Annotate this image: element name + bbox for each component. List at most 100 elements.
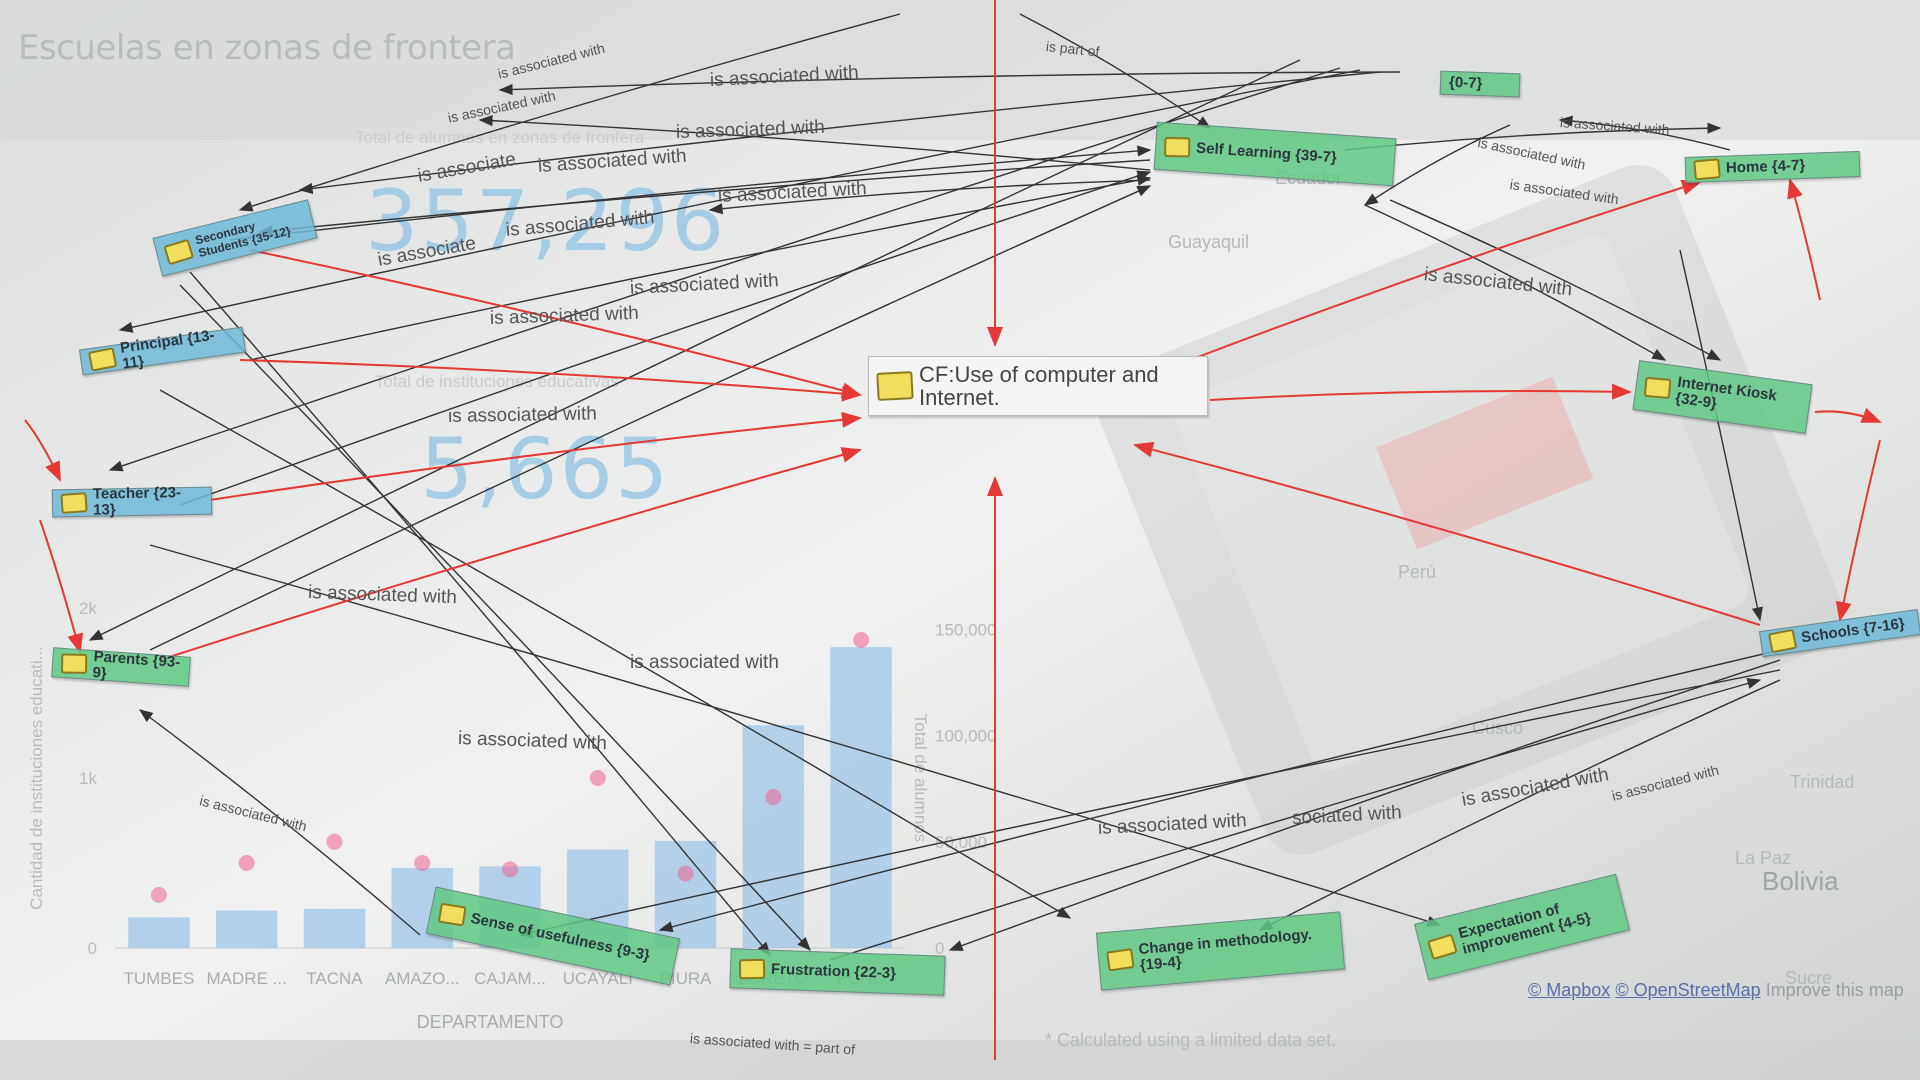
map-attribution: © Mapbox © OpenStreetMap Improve this ma… — [1528, 980, 1904, 1001]
association-edge — [478, 115, 1151, 171]
code-node-icon — [60, 492, 88, 514]
association-edge — [298, 71, 1381, 195]
association-edge — [149, 544, 1442, 927]
chart-footnote: * Calculated using a limited data set. — [1045, 1030, 1337, 1050]
node-frustration[interactable]: Frustration {22-3} — [729, 948, 946, 996]
association-edge — [238, 13, 901, 212]
map-label-la-paz: La Paz — [1735, 848, 1792, 868]
core-edge — [1787, 178, 1821, 301]
bar — [303, 908, 366, 948]
openstreetmap-link[interactable]: © OpenStreetMap — [1615, 980, 1761, 1000]
core-node-label: CF:Use of computer and Internet. — [919, 361, 1159, 410]
map-label-guayaquil: Guayaquil — [1168, 232, 1250, 252]
kpi-students-value: 357,296 — [365, 172, 727, 270]
association-edge — [88, 59, 1301, 641]
association-edge — [229, 145, 1152, 241]
core-edge — [209, 411, 862, 501]
group-node-icon — [437, 902, 467, 927]
association-edge — [118, 69, 1361, 333]
data-point — [150, 886, 167, 903]
group-node-icon — [1427, 933, 1458, 961]
map-label-sucre: Sucre — [1785, 968, 1833, 988]
core-edge — [1189, 179, 1702, 361]
data-point — [589, 770, 606, 786]
improve-map-link[interactable]: Improve this map — [1765, 980, 1904, 1000]
group-node-icon — [1693, 158, 1721, 181]
y-tick-label: 0 — [88, 939, 97, 958]
kpi-schools-label: Total de instituciones educativas — [375, 372, 619, 391]
core-edge — [1209, 383, 1632, 401]
data-point — [765, 789, 782, 806]
node-label: Internet Kiosk {32-9} — [1674, 373, 1778, 413]
y2-tick-label: 150,000 — [935, 620, 996, 639]
x-axis-title: DEPARTAMENTO — [417, 1012, 564, 1032]
core-edge — [1814, 407, 1882, 423]
map-label-peru: Perú — [1398, 562, 1437, 582]
map-label-cusco: Cusco — [1472, 718, 1524, 738]
core-edge — [1133, 441, 1761, 626]
node-label: Home {4-7} — [1725, 156, 1806, 177]
association-edge — [1363, 124, 1511, 206]
map-label-trinidad: Trinidad — [1790, 772, 1855, 792]
x-tick-label: TUMBES — [123, 969, 194, 988]
mapbox-link[interactable]: © Mapbox — [1528, 980, 1611, 1000]
node-teacher[interactable]: Teacher {23-13} — [51, 484, 213, 519]
group-node-icon — [1164, 136, 1191, 158]
y2-tick-label: 50,000 — [935, 833, 987, 852]
core-edge — [249, 249, 862, 399]
association-edge — [159, 389, 1072, 919]
association-edge — [708, 179, 1151, 215]
association-edge — [258, 159, 1151, 237]
relation-label: is associated with — [630, 652, 779, 673]
data-point — [502, 861, 518, 878]
association-edge — [948, 659, 1781, 951]
association-edge — [189, 271, 771, 957]
x-tick-label: MADRE ... — [207, 969, 287, 988]
core-edge — [1835, 439, 1881, 622]
node-top-partial[interactable]: {0-7} — [1439, 70, 1521, 98]
node-core[interactable]: CF:Use of computer and Internet. — [868, 356, 1208, 416]
group-node-icon — [60, 653, 88, 674]
association-edge — [179, 170, 1152, 506]
association-edge — [249, 174, 1152, 361]
node-label: Frustration {22-3} — [770, 960, 897, 983]
association-edge — [1258, 679, 1781, 931]
y-tick-label: 1k — [79, 769, 97, 788]
association-edge — [1364, 204, 1667, 361]
dashboard-title: Escuelas en zonas de frontera — [18, 28, 516, 68]
y2-axis-title: Total de alumnos — [911, 714, 930, 843]
group-node-icon — [1106, 948, 1135, 972]
node-label: Change in methodology. {19-4} — [1137, 926, 1313, 975]
node-label: Parents {93-9} — [91, 648, 181, 682]
node-label: {0-7} — [1448, 74, 1483, 93]
group-node-icon — [738, 958, 766, 980]
node-label: Teacher {23-13} — [92, 484, 182, 519]
association-edge — [498, 71, 1401, 96]
core-edge — [39, 519, 84, 654]
y-tick-label: 2k — [79, 599, 97, 618]
code-node-icon — [163, 238, 195, 266]
association-edge — [1679, 249, 1763, 622]
association-edge — [138, 709, 421, 936]
code-node-icon — [1767, 628, 1798, 654]
map-label-bolivia: Bolivia — [1762, 866, 1839, 896]
x-tick-label: AMAZO... — [385, 969, 460, 988]
data-point — [414, 855, 431, 871]
data-point — [326, 833, 343, 850]
y2-tick-label: 100,000 — [935, 727, 996, 746]
group-node-icon — [1643, 376, 1672, 399]
data-point — [677, 865, 694, 882]
relation-label: is associated with — [447, 403, 598, 427]
x-tick-label: CAJAM... — [474, 969, 546, 988]
association-edge — [1019, 13, 1212, 129]
data-point — [853, 631, 870, 648]
code-family-icon — [876, 371, 914, 401]
association-edge — [829, 678, 1762, 961]
y-axis-title: Cantidad de instituciones educati... — [27, 646, 46, 910]
association-edge — [149, 185, 1152, 651]
node-label: Self Learning {39-7} — [1195, 139, 1338, 167]
association-edge — [658, 649, 1781, 933]
data-point — [238, 855, 255, 871]
